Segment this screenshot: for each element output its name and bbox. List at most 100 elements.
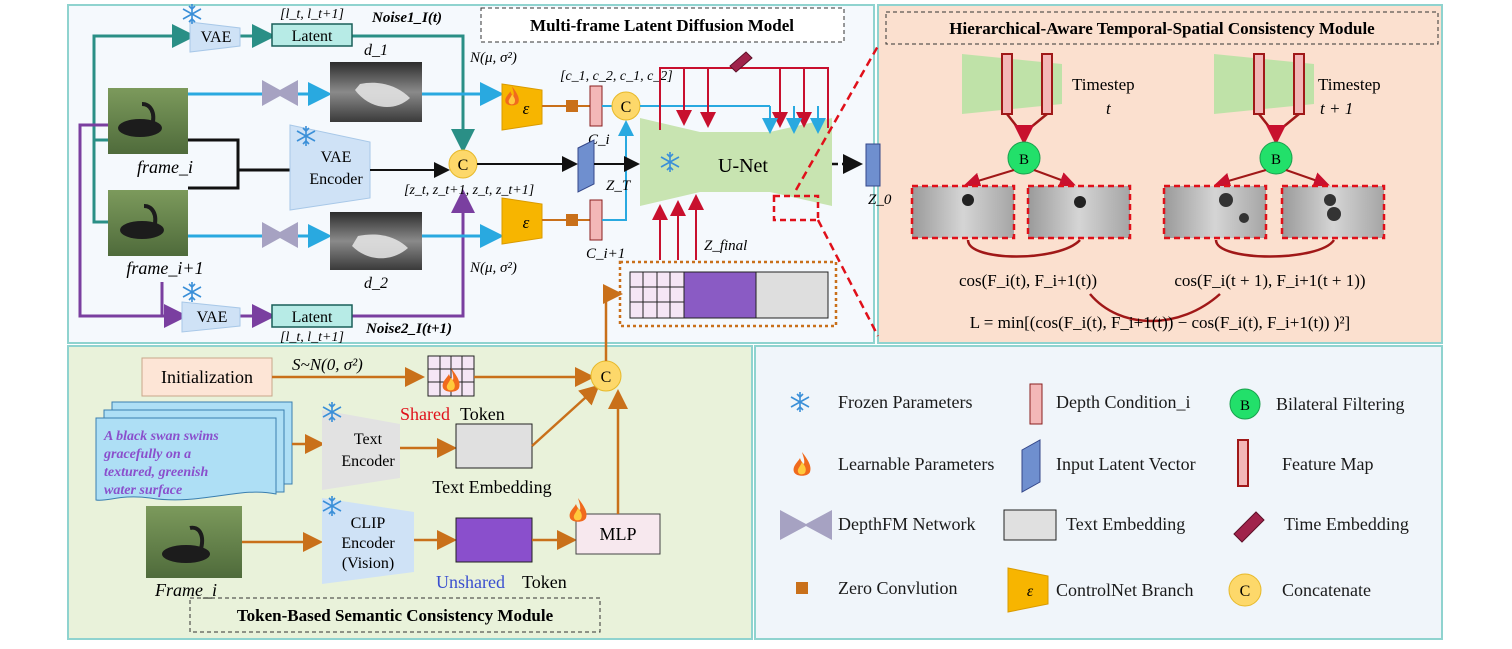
mldm-title-box [480, 7, 845, 43]
normal-top: N(μ, σ²) [469, 50, 517, 66]
unshared-word: Unshared [436, 572, 505, 592]
teal-latent-to-concat [352, 34, 475, 153]
output-latent-z0 [865, 143, 881, 187]
controlnet-bottom-eps: ε [523, 213, 530, 232]
prompt-line-3: textured, greenish [104, 465, 208, 480]
zfinal-label: Z_final [704, 238, 747, 254]
bilateral-node-t1 [1259, 141, 1293, 175]
legend-feature-map-icon [1237, 439, 1249, 487]
legend-text-embedding: Text Embedding [1066, 514, 1185, 534]
latent-bottom [271, 304, 353, 328]
depth-cond-ci [589, 85, 603, 127]
legend-input-latent-icon [1021, 439, 1041, 493]
clip-encoder [322, 498, 414, 584]
z0-label: Z_0 [868, 192, 892, 208]
shared-token-grid [629, 271, 685, 319]
legend-controlnet-eps: ε [1027, 583, 1034, 600]
legend-bilateral-icon [1229, 388, 1261, 420]
timestep-t-label: Timestep [1072, 75, 1135, 94]
legend-frozen: Frozen Parameters [838, 392, 972, 412]
z-concat-label: [z_t, z_t+1, z_t, z_t+1] [404, 183, 534, 198]
legend-zero-conv-icon [796, 582, 808, 594]
feature-map-t1-b [1293, 53, 1305, 115]
bilateral-t-label: B [1019, 152, 1029, 168]
text-emb-to-concat [531, 384, 600, 447]
legend-depth: Depth Condition_i [1056, 392, 1191, 412]
unet [640, 118, 832, 206]
legend-controlnet-icon [1007, 567, 1049, 613]
text-encoder [322, 410, 400, 490]
clip-label-1: CLIP [351, 515, 386, 532]
latent-top [271, 23, 353, 47]
legend-time-embedding: Time Embedding [1284, 514, 1409, 534]
prompt-line-4: water surface [104, 483, 182, 498]
prompt-line-1: A black swan swims [103, 429, 219, 444]
concat-to-token-seq [603, 284, 623, 361]
text-encoder-label-1: Text [354, 431, 383, 448]
zoom-line-top [794, 45, 880, 191]
legend-panel [754, 345, 1443, 640]
frame-i-image [108, 88, 188, 154]
frame-i-label: frame_i [137, 157, 193, 177]
vae-bottom-label: VAE [197, 309, 228, 326]
legend-depth-icon [1029, 383, 1043, 425]
ci1-label: C_i+1 [586, 246, 625, 262]
legend-concat-icon [1228, 573, 1262, 607]
zero-conv-top [566, 100, 578, 112]
text-embedding-box [455, 423, 533, 469]
feature-crop-1 [910, 184, 1016, 240]
unshared-token-seq [683, 271, 757, 319]
unshared-token-box [455, 517, 533, 563]
tbsc-title: Token-Based Semantic Consistency Module [237, 606, 554, 625]
time-embedding-top [729, 51, 753, 73]
shared-word: Shared [400, 404, 450, 424]
prompt-card [95, 417, 277, 501]
loss-formula: L = min[(cos(F_i(t), F_i+1(t)) − cos(F_i… [970, 313, 1350, 332]
concat-mid-label: C [458, 157, 469, 174]
clip-label-3: (Vision) [342, 555, 394, 572]
frame-tbsc-label: Frame_i [154, 580, 217, 600]
legend-bilateral: Bilateral Filtering [1276, 394, 1404, 414]
timestep-t1-value: t + 1 [1320, 99, 1353, 118]
bil-t1-to-fm3 [1214, 169, 1267, 189]
unet-label: U-Net [718, 155, 768, 177]
bil-t1-to-fm4 [1285, 169, 1330, 188]
depthfm-bottom [262, 222, 298, 248]
feature-map-t1-a [1253, 53, 1265, 115]
hatsc-title-box [885, 11, 1439, 45]
normal-bottom: N(μ, σ²) [469, 260, 517, 276]
frame-i1-label: frame_i+1 [126, 258, 203, 278]
legend-concat-letter: C [1240, 583, 1251, 600]
timestep-t1-label: Timestep [1318, 75, 1381, 94]
depth-cond-ci1 [589, 199, 603, 241]
legend-time-embedding-icon [1233, 511, 1265, 543]
d2-label: d_2 [364, 275, 388, 292]
zoom-box [772, 194, 820, 222]
teal-branch-down [92, 140, 108, 224]
loss-arc [1089, 293, 1221, 323]
legend-zero-conv: Zero Convlution [838, 578, 958, 598]
vae-bottom [181, 301, 241, 333]
vae-top-label: VAE [201, 29, 232, 46]
bil-t-to-fm2 [1033, 169, 1076, 188]
vae-encoder [289, 124, 371, 211]
legend-learnable: Learnable Parameters [838, 454, 994, 474]
clip-label-2: Encoder [341, 535, 395, 552]
latent-bottom-index: [l_t, l_t+1] [280, 330, 344, 345]
pair-arc-t [966, 239, 1081, 258]
d1-label: d_1 [364, 42, 388, 59]
unshared-token-word: Token [522, 572, 567, 592]
frames-bracket [188, 138, 240, 190]
feature-crop-2 [1026, 184, 1132, 240]
mlp-label: MLP [599, 524, 636, 544]
prompt-line-2: gracefully on a [103, 447, 191, 462]
time-embed-bus [659, 67, 829, 130]
tbsc-title-box [189, 597, 601, 633]
pair-arc-t1 [1214, 239, 1336, 258]
latent-top-index: [l_t, l_t+1] [280, 7, 344, 22]
depthfm-top [262, 80, 298, 106]
legend-controlnet: ControlNet Branch [1056, 580, 1193, 600]
teal-branch-top [92, 24, 196, 140]
cos-t-label: cos(F_i(t), F_i+1(t)) [959, 271, 1097, 290]
